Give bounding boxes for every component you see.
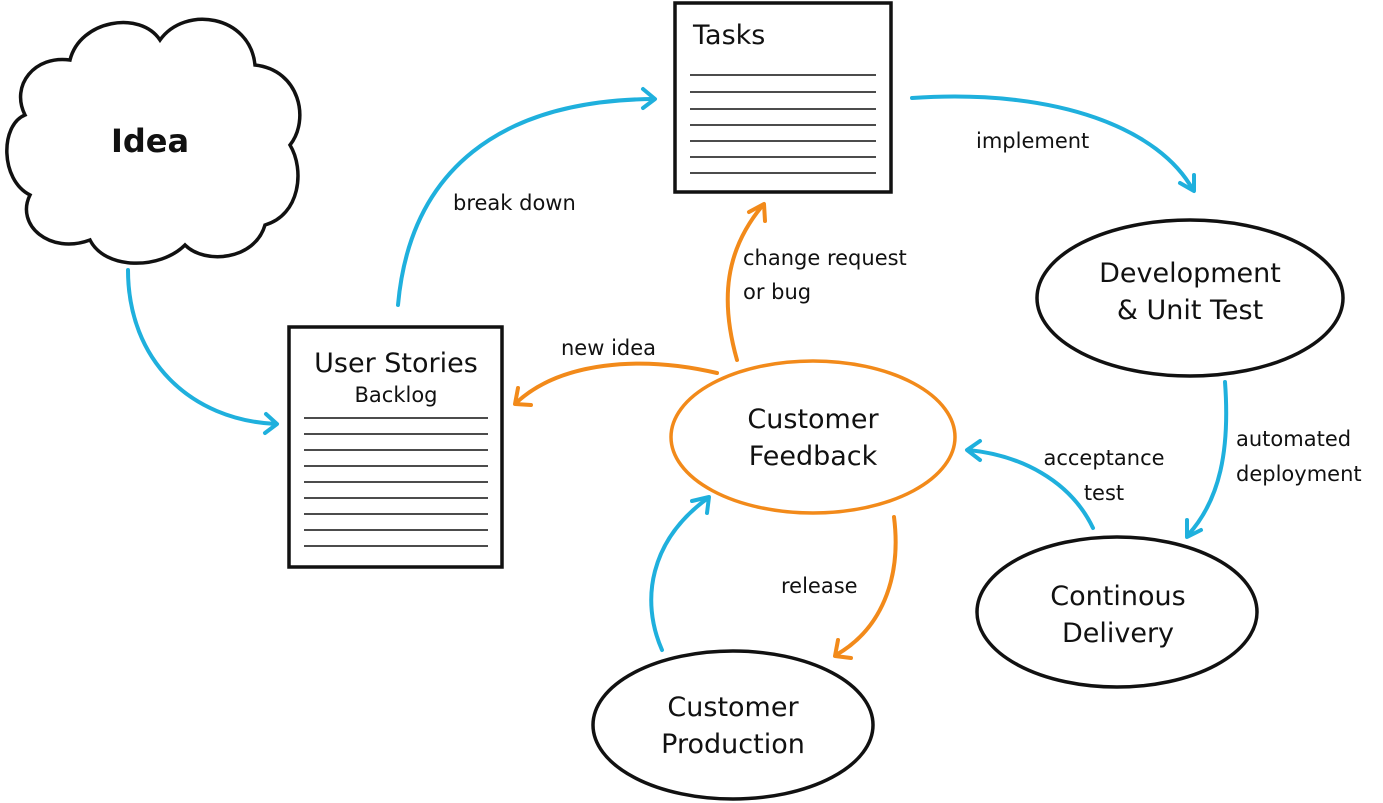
user-stories-title: User Stories — [314, 348, 478, 379]
edge-change-request-line — [725, 203, 765, 362]
user-stories-document-shape — [287, 325, 504, 569]
edge-idea-to-backlog — [126, 268, 279, 435]
edge-production-to-feedback — [649, 495, 711, 652]
customer-feedback-line1: Customer — [747, 404, 879, 435]
edge-production-to-feedback-arrowhead — [690, 495, 711, 515]
tasks-document: Tasks — [673, 1, 893, 194]
edge-break-down-line — [396, 97, 656, 307]
edge-change-request-arrowhead — [747, 202, 767, 223]
acceptance-test-line2: test — [1084, 481, 1124, 505]
tasks-label: Tasks — [692, 20, 765, 51]
edge-implement: implement — [910, 94, 1196, 193]
user-stories-document: User Stories Backlog — [287, 325, 504, 569]
continuous-delivery-line1: Continous — [1050, 581, 1185, 612]
continuous-delivery-ellipse — [975, 535, 1259, 689]
edge-acceptance-test: acceptance test — [965, 439, 1165, 530]
tasks-document-shape — [673, 1, 893, 194]
edge-automated-deployment-arrowhead — [1185, 518, 1203, 539]
customer-production-line2: Production — [661, 729, 805, 760]
edge-acceptance-test-line — [966, 448, 1095, 530]
edge-production-to-feedback-line — [649, 496, 710, 652]
development-ellipse — [1035, 218, 1345, 378]
edge-idea-to-backlog-arrowhead — [263, 412, 279, 435]
acceptance-test-line1: acceptance — [1043, 446, 1164, 470]
break-down-label: break down — [453, 191, 576, 215]
implement-label: implement — [976, 129, 1089, 153]
edge-implement-arrowhead — [1178, 173, 1196, 193]
automated-deployment-line2: deployment — [1236, 462, 1362, 486]
edge-break-down-arrowhead — [641, 87, 657, 110]
idea-cloud: Idea — [5, 17, 302, 265]
edge-new-idea: new idea — [513, 336, 719, 407]
edge-new-idea-arrowhead — [513, 386, 533, 407]
customer-production-ellipse — [591, 649, 875, 801]
tasks-document-lines — [690, 74, 876, 174]
development-node: Development & Unit Test — [1035, 218, 1345, 378]
development-line2: & Unit Test — [1117, 295, 1263, 326]
edge-break-down: break down — [396, 87, 657, 307]
automated-deployment-line1: automated — [1236, 427, 1351, 451]
change-request-line2: or bug — [743, 280, 811, 304]
idea-label: Idea — [111, 122, 189, 160]
edge-release-arrowhead — [833, 638, 853, 660]
edge-release: release — [781, 515, 898, 660]
customer-production-node: Customer Production — [591, 649, 875, 801]
customer-feedback-ellipse — [669, 359, 957, 515]
edge-acceptance-test-arrowhead — [965, 439, 982, 462]
edge-new-idea-line — [514, 361, 719, 405]
continuous-delivery-node: Continous Delivery — [975, 535, 1259, 689]
idea-cloud-shape — [5, 17, 302, 265]
new-idea-label: new idea — [561, 336, 656, 360]
edge-implement-line — [910, 94, 1195, 192]
development-line1: Development — [1099, 258, 1281, 289]
edge-automated-deployment-line — [1186, 380, 1229, 537]
customer-production-line1: Customer — [667, 692, 799, 723]
continuous-delivery-line2: Delivery — [1062, 618, 1174, 649]
edge-automated-deployment: automated deployment — [1185, 380, 1362, 539]
user-stories-subtitle: Backlog — [355, 383, 438, 407]
release-label: release — [781, 574, 858, 598]
edge-idea-to-backlog-line — [126, 268, 278, 426]
customer-feedback-line2: Feedback — [749, 441, 878, 472]
edge-change-request: change request or bug — [725, 202, 907, 362]
customer-feedback-node: Customer Feedback — [669, 359, 957, 515]
edge-release-line — [834, 515, 898, 657]
change-request-line1: change request — [743, 246, 907, 270]
user-stories-document-lines — [304, 417, 488, 547]
